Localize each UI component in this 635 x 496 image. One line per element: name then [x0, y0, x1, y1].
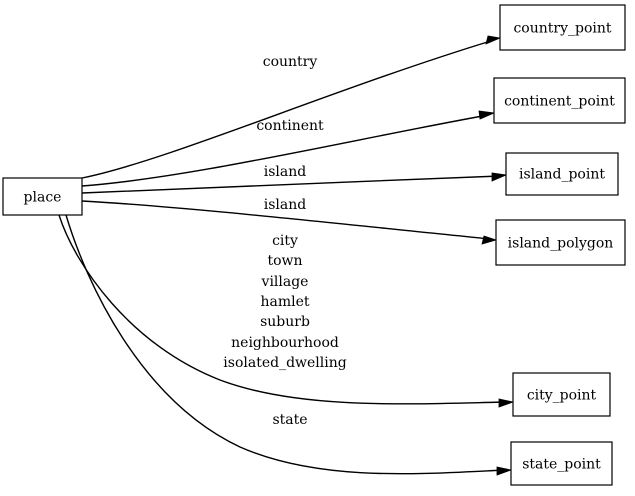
edge-label-country: country [263, 54, 318, 70]
edge-label-city-line-1: city [272, 233, 298, 249]
node-country_point[interactable]: country_point [499, 4, 626, 51]
edge-place-state_point[interactable] [65, 214, 513, 476]
node-island_point-label: island_point [519, 167, 605, 183]
edge-label-city-line-3: village [261, 274, 309, 290]
node-island_polygon-label: island_polygon [508, 236, 614, 252]
edge-label-continent: continent [256, 118, 324, 134]
arrowhead-icon [496, 466, 513, 476]
node-continent_point[interactable]: continent_point [493, 77, 626, 124]
edge-line [81, 114, 489, 187]
edge-label-city-line-6: neighbourhood [231, 335, 339, 351]
edge-line [58, 214, 508, 405]
node-continent_point-label: continent_point [504, 94, 615, 110]
node-island_polygon-box [495, 219, 626, 266]
node-country_point-label: country_point [513, 21, 611, 37]
edge-line [65, 214, 506, 475]
edge-line [81, 200, 491, 240]
edge-place-island_point[interactable] [81, 172, 508, 194]
edge-label-city-line-5: suburb [260, 314, 310, 330]
arrowhead-icon [491, 172, 508, 182]
edge-label-city-group: city town village hamlet suburb neighbou… [223, 233, 346, 371]
edge-line [81, 175, 501, 194]
node-island_polygon[interactable]: island_polygon [495, 219, 626, 266]
edge-place-continent_point[interactable] [81, 110, 496, 187]
node-place-box [2, 177, 83, 216]
arrowhead-icon [485, 35, 502, 45]
edge-place-country_point[interactable] [81, 35, 502, 179]
node-city_point-box [512, 372, 611, 417]
edge-line [81, 39, 495, 179]
node-continent_point-box [493, 77, 626, 124]
edge-place-city_point[interactable] [58, 214, 515, 408]
node-city_point[interactable]: city_point [512, 372, 611, 417]
node-state_point-label: state_point [522, 457, 601, 473]
edge-label-island-polygon: island [264, 197, 307, 213]
edge-label-city-line-2: town [267, 253, 302, 269]
edge-label-city-line-7: isolated_dwelling [223, 355, 346, 371]
node-country_point-box [499, 4, 626, 51]
node-state_point[interactable]: state_point [510, 441, 613, 486]
arrowhead-icon [498, 398, 515, 408]
edge-label-island-point: island [264, 164, 307, 180]
edge-label-state: state [272, 412, 307, 428]
arrowhead-icon [481, 235, 498, 245]
arrowhead-icon [478, 110, 496, 120]
node-place-label: place [24, 190, 62, 206]
node-island_point-box [505, 152, 619, 196]
edge-label-city-line-4: hamlet [260, 294, 309, 310]
node-place[interactable]: place [2, 177, 83, 216]
node-city_point-label: city_point [527, 388, 597, 404]
node-island_point[interactable]: island_point [505, 152, 619, 196]
edge-place-island_polygon[interactable] [81, 200, 498, 245]
node-state_point-box [510, 441, 613, 486]
